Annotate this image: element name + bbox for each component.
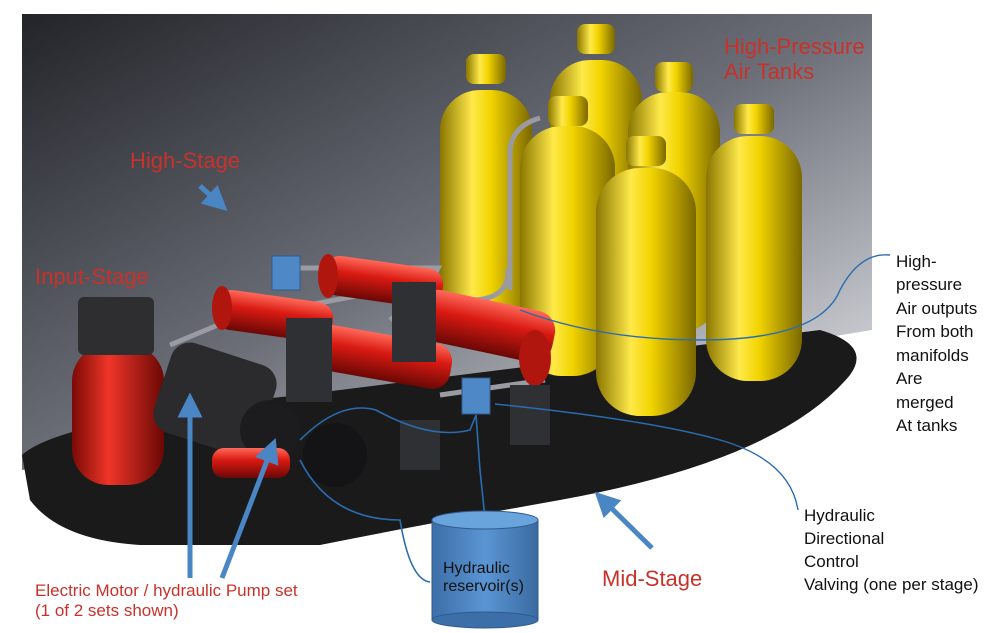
air-outputs-leader-line [519, 254, 891, 341]
high-stage-arrow [198, 184, 228, 212]
hydraulic-reservoir [431, 510, 539, 629]
air-outputs-note: High- pressure Air outputs From both man… [896, 252, 978, 436]
hydraulic-reservoir-label: Hydraulic reservoir(s) [443, 560, 524, 596]
high-pressure-air-tanks-label: High-Pressure Air Tanks [724, 34, 865, 85]
air-tank [706, 104, 802, 381]
directional-valve-high-stage [271, 255, 301, 291]
input-stage-label: Input-Stage [35, 264, 149, 289]
mid-stage-arrow [594, 491, 654, 550]
pointer-arrows [177, 184, 654, 579]
compressor-cylinder [414, 289, 556, 386]
hydraulic-lines [299, 407, 487, 583]
motor-arrow-2 [219, 437, 279, 579]
cylinder-frames [286, 282, 550, 470]
motor-pump-label: Electric Motor / hydraulic Pump set (1 o… [35, 581, 298, 620]
valving-note: Hydraulic Directional Control Valving (o… [804, 506, 979, 594]
input-stage-tank [72, 297, 164, 485]
valving-leader-line [494, 403, 799, 511]
mid-stage-label: Mid-Stage [602, 566, 703, 591]
directional-valve-mid-stage [461, 377, 491, 415]
air-tank [596, 136, 696, 416]
high-stage-label: High-Stage [130, 148, 241, 173]
